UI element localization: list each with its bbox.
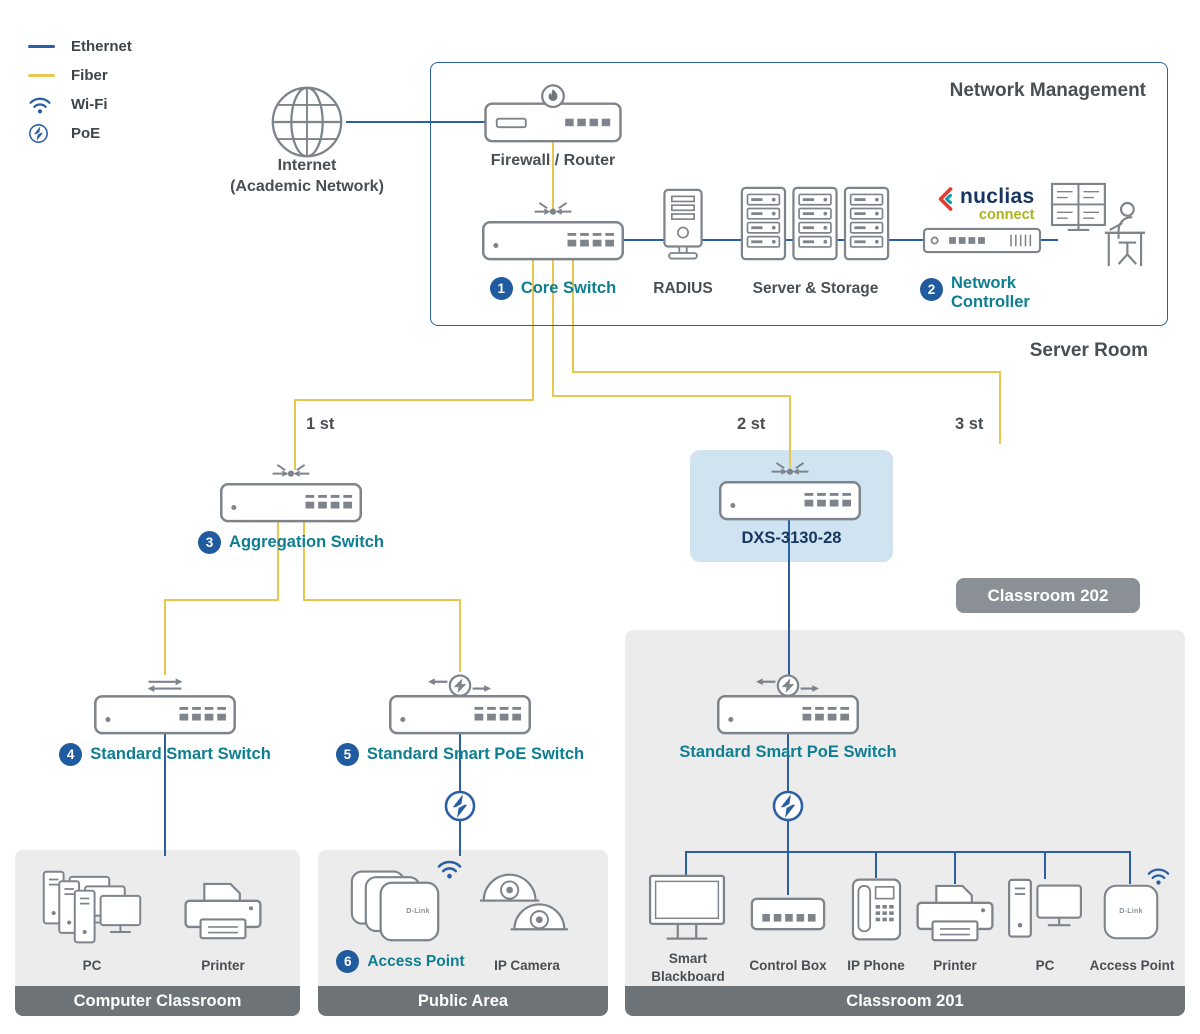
poe-switch-public-label: Standard Smart PoE Switch xyxy=(366,745,585,763)
network-management-title: Network Management xyxy=(949,80,1146,101)
uplink-label-1: 1 st xyxy=(306,415,335,433)
admin-workstation-icon xyxy=(1050,180,1148,270)
standard-smart-switch-label-row: 4 Standard Smart Switch xyxy=(15,743,315,766)
legend: Ethernet Fiber Wi-Fi PoE xyxy=(28,32,132,148)
fiber-line-icon xyxy=(28,74,60,77)
badge-4: 4 xyxy=(59,743,83,766)
aggregation-switch-icon xyxy=(218,462,364,524)
poe-icon xyxy=(28,123,60,144)
poe-switch-public-label-row: 5 Standard Smart PoE Switch xyxy=(290,743,630,766)
ip-phone-label: IP Phone xyxy=(847,958,905,973)
wifi-icon-public xyxy=(436,858,463,880)
server-room-label: Server Room xyxy=(1029,340,1148,361)
network-controller-label: Network Controller xyxy=(951,274,1030,311)
nuclias-logo: nuclias connect xyxy=(936,186,1034,223)
firewall-router-label: Firewall / Router xyxy=(490,152,616,169)
nuclias-brand: nuclias xyxy=(960,185,1035,208)
ap-logo-public: D-Link xyxy=(406,908,430,915)
uplink-label-2: 2 st xyxy=(737,415,766,433)
poe-icon-201 xyxy=(771,789,805,823)
ip-phone-icon xyxy=(851,876,902,943)
radius-label: RADIUS xyxy=(653,280,713,297)
ethernet-line-icon xyxy=(28,45,60,48)
printer-icon-classroom xyxy=(180,880,266,944)
badge-6: 6 xyxy=(336,950,360,973)
server-storage-icon xyxy=(740,186,890,261)
aggregation-switch-label: Aggregation Switch xyxy=(229,533,384,551)
legend-item-fiber: Fiber xyxy=(28,61,132,90)
legend-item-wifi: Wi-Fi xyxy=(28,90,132,119)
smart-blackboard-icon xyxy=(648,874,726,946)
classroom-202-tag: Classroom 202 xyxy=(956,578,1140,613)
legend-item-poe: PoE xyxy=(28,119,132,148)
public-area: Public Area xyxy=(318,850,608,1016)
network-controller-icon xyxy=(922,226,1042,255)
wifi-icon-201 xyxy=(1146,866,1171,886)
core-switch-icon xyxy=(480,200,626,262)
standard-smart-switch-icon xyxy=(92,676,238,736)
poe-switch-public-icon xyxy=(387,674,533,736)
standard-smart-switch-label: Standard Smart Switch xyxy=(90,745,271,763)
dxs-3130-28-label: DXS-3130-28 xyxy=(741,529,842,547)
pc-stack-icon xyxy=(42,870,142,951)
control-box-icon xyxy=(750,893,826,935)
ip-camera-label: IP Camera xyxy=(494,958,560,973)
access-point-stack-icon: D-Link xyxy=(350,866,454,944)
classroom-201-footer: Classroom 201 xyxy=(625,986,1185,1016)
badge-5: 5 xyxy=(335,743,359,766)
pc-label: PC xyxy=(82,958,102,973)
access-point-icon-201: D-Link xyxy=(1103,884,1159,940)
uplink-label-3: 3 st xyxy=(955,415,984,433)
badge-2: 2 xyxy=(920,278,943,301)
poe-icon-public xyxy=(443,789,477,823)
poe-switch-201-label-row: Standard Smart PoE Switch xyxy=(638,743,938,762)
printer-label-201: Printer xyxy=(933,958,977,973)
ip-camera-icon xyxy=(478,866,570,939)
wifi-icon xyxy=(28,95,60,115)
radius-server-icon xyxy=(657,188,709,266)
public-area-footer: Public Area xyxy=(318,986,608,1016)
control-box-label: Control Box xyxy=(749,958,827,973)
printer-label-classroom: Printer xyxy=(201,958,245,973)
access-point-label-row: 6 Access Point xyxy=(318,950,483,973)
access-point-label-201: Access Point xyxy=(1089,958,1175,973)
server-storage-label: Server & Storage xyxy=(752,280,879,297)
computer-classroom-footer: Computer Classroom xyxy=(15,986,300,1016)
access-point-label-public: Access Point xyxy=(367,952,465,970)
pc-label-201: PC xyxy=(1035,958,1055,973)
internet-label: Internet (Academic Network) xyxy=(230,157,384,195)
poe-switch-201-label: Standard Smart PoE Switch xyxy=(679,743,897,761)
core-switch-label: Core Switch xyxy=(520,279,617,297)
classroom-201-area: Classroom 201 xyxy=(625,630,1185,1016)
smart-blackboard-label: Smart Blackboard xyxy=(651,951,725,984)
nuclias-sub: connect xyxy=(978,207,1035,223)
firewall-router-icon xyxy=(482,84,624,144)
internet-globe-icon xyxy=(269,84,345,160)
badge-1: 1 xyxy=(489,277,513,300)
aggregation-switch-label-row: 3 Aggregation Switch xyxy=(141,531,441,554)
ap-logo-201: D-Link xyxy=(1119,908,1143,915)
pc-icon-201 xyxy=(1007,878,1083,946)
poe-switch-201-icon xyxy=(715,674,861,736)
badge-3: 3 xyxy=(198,531,222,554)
nuclias-chevron-icon xyxy=(936,186,956,212)
network-controller-label-row: 2 Network Controller xyxy=(920,274,1080,312)
dxs-3130-28-icon xyxy=(717,460,863,522)
printer-icon-201 xyxy=(912,882,998,946)
legend-item-ethernet: Ethernet xyxy=(28,32,132,61)
